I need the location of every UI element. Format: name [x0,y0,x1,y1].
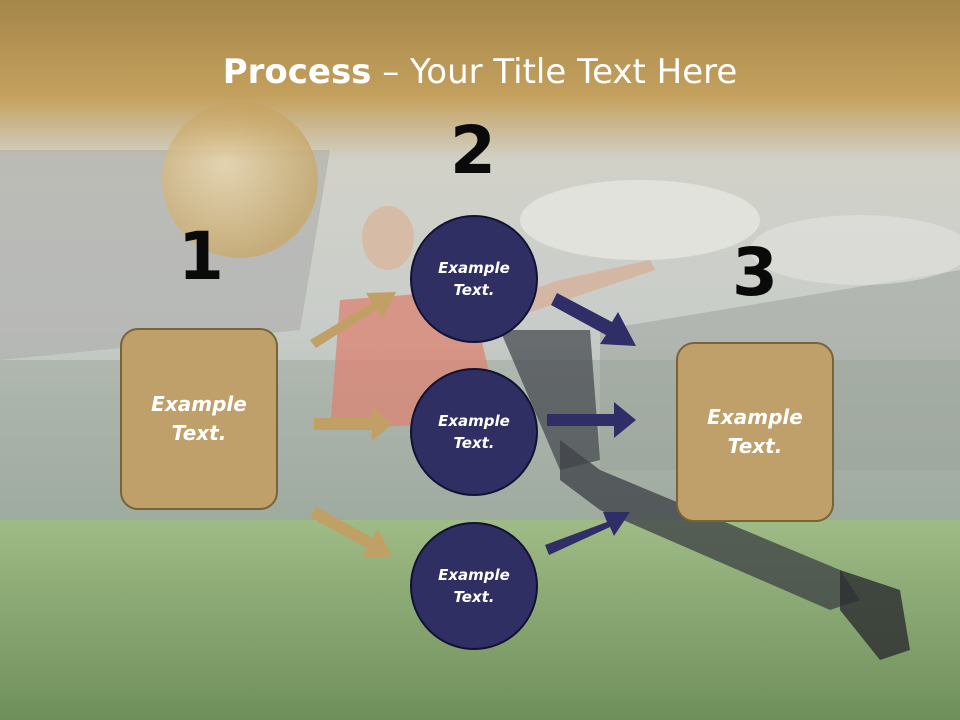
step-number-1: 1 [178,218,224,295]
step-number-3: 3 [732,234,778,311]
step-number-2: 2 [450,112,496,189]
circle-3-text: Example Text. [438,565,510,607]
right-box-text: Example Text. [707,405,803,458]
arrow-box-to-circle-1 [310,292,396,348]
arrow-box-to-circle-3 [310,507,392,557]
gold-arrows [310,292,396,557]
left-box: Example Text. [120,328,278,510]
circle-3: Example Text. [410,522,538,650]
slide-title: Process – Your Title Text Here [0,52,960,92]
arrow-circle-3-to-box [545,512,630,555]
title-bold: Process [222,52,372,92]
navy-arrows [545,293,636,555]
right-box: Example Text. [676,342,834,522]
circle-2: Example Text. [410,368,538,496]
arrow-circle-2-to-box [547,402,636,438]
circle-1: Example Text. [410,215,538,343]
left-box-text: Example Text. [151,392,247,445]
title-band [0,0,960,160]
title-rest: – Your Title Text Here [371,52,738,92]
circle-2-text: Example Text. [438,411,510,453]
arrow-box-to-circle-2 [314,407,392,441]
circle-1-text: Example Text. [438,258,510,300]
arrow-circle-1-to-box [551,293,636,346]
